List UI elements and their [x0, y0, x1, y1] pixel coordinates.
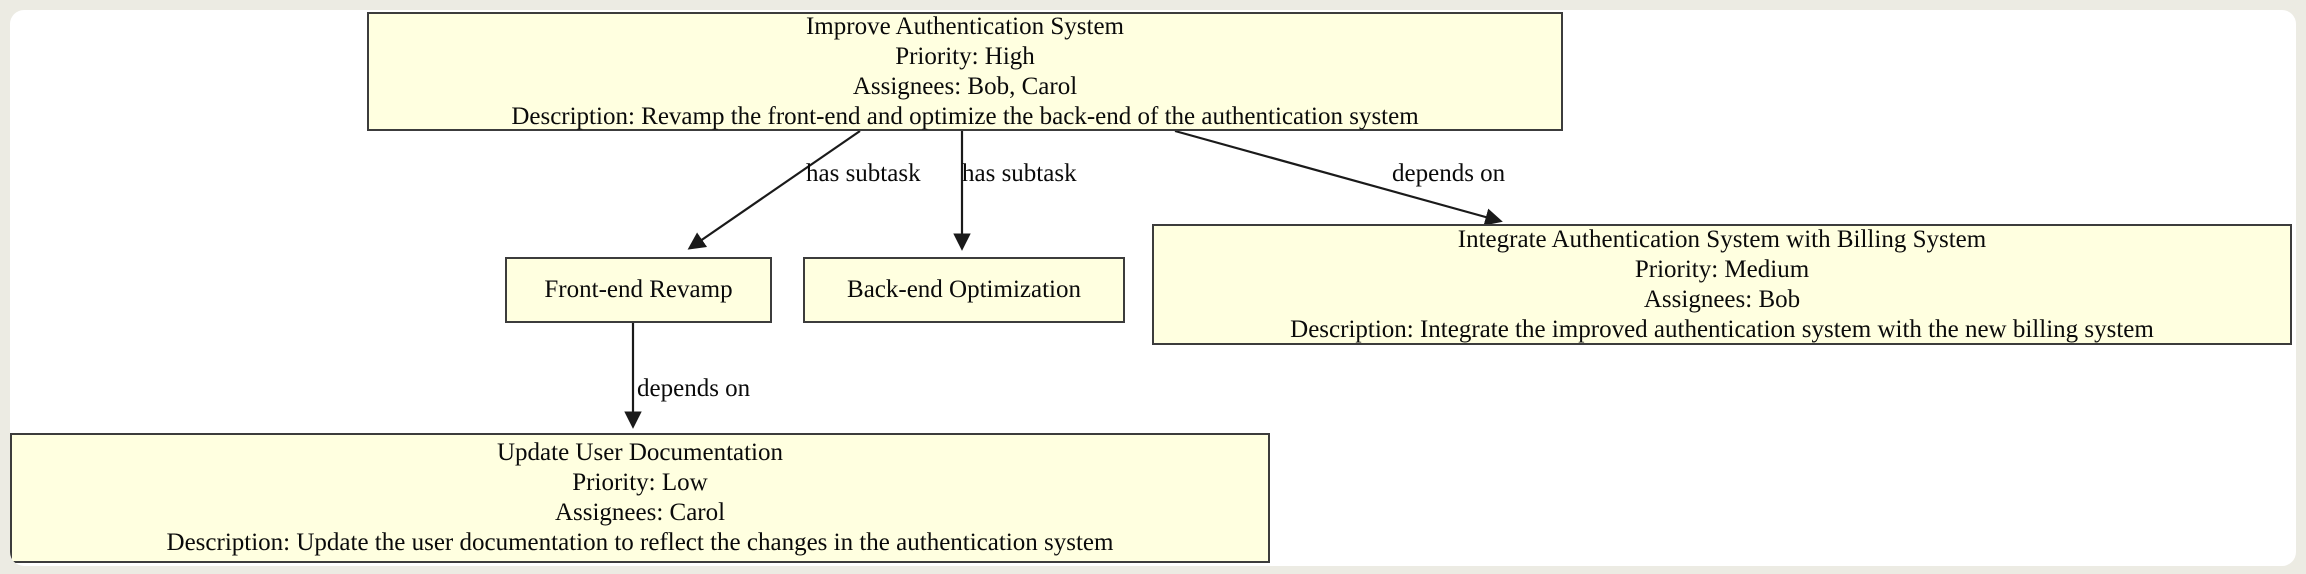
edge-improve-to-front-end-revamp	[687, 130, 861, 250]
edge-improve-to-integrate-billing	[1174, 129, 1503, 226]
node-assignees: Assignees: Carol	[554, 499, 726, 526]
node-improve-authentication-system[interactable]: Improve Authentication System Priority: …	[367, 12, 1563, 131]
node-title: Front-end Revamp	[544, 276, 733, 303]
node-update-user-documentation[interactable]: Update User Documentation Priority: Low …	[10, 433, 1270, 563]
diagram-stage: Improve Authentication System Priority: …	[10, 10, 2296, 566]
edge-label-depends-on-documentation: depends on	[637, 375, 751, 402]
node-description: Description: Integrate the improved auth…	[1290, 315, 2154, 343]
node-title: Improve Authentication System	[805, 12, 1124, 40]
edge-layer	[624, 129, 1503, 429]
node-title: Integrate Authentication System with Bil…	[1457, 225, 1987, 253]
diagram-canvas: Improve Authentication System Priority: …	[10, 10, 2296, 566]
node-assignees: Assignees: Bob	[1643, 285, 1801, 313]
node-integrate-authentication-system-with-billing-system[interactable]: Integrate Authentication System with Bil…	[1152, 224, 2292, 345]
edge-label-depends-on-billing: depends on	[1392, 160, 1506, 187]
node-title: Update User Documentation	[496, 439, 784, 466]
node-back-end-optimization[interactable]: Back-end Optimization	[803, 257, 1125, 323]
node-title: Back-end Optimization	[847, 276, 1081, 303]
node-description: Description: Update the user documentati…	[166, 529, 1114, 556]
edge-label-has-subtask-back-end: has subtask	[962, 160, 1077, 187]
node-description: Description: Revamp the front-end and op…	[511, 102, 1419, 130]
node-priority: Priority: Low	[572, 469, 708, 496]
node-priority: Priority: High	[895, 42, 1035, 70]
node-front-end-revamp[interactable]: Front-end Revamp	[505, 257, 772, 323]
node-assignees: Assignees: Bob, Carol	[852, 72, 1078, 100]
node-priority: Priority: Medium	[1634, 255, 1810, 283]
edge-label-has-subtask-front-end: has subtask	[806, 160, 921, 187]
